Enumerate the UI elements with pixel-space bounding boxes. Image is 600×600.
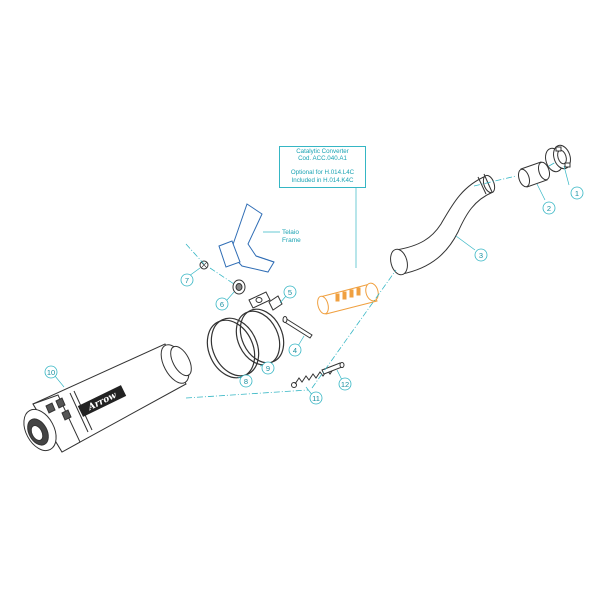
link-pipe-part-3 [390,173,496,276]
bracket-part-5 [248,291,283,311]
callout-2: 2 [542,201,556,215]
bolt-part-7 [199,260,209,270]
frame-bracket [218,203,275,273]
catalytic-converter-callout: Catalytic Converter Cod. ACC.040.A1 Opti… [279,146,366,188]
callout-12-number: 12 [341,380,349,389]
callout-5-number: 5 [288,288,292,297]
callout-1-number: 1 [575,189,579,198]
callout-3-number: 3 [479,251,483,260]
callout-7-number: 7 [185,276,189,285]
callout-1: 1 [570,186,584,200]
callout-8-number: 8 [244,377,248,386]
callout-10-number: 10 [47,368,55,377]
spring-hook-part-12 [321,362,345,375]
catalytic-converter [317,282,379,315]
frame-label-italian: Telaio [282,229,299,236]
callout-4-number: 4 [293,346,297,355]
callout-5: 5 [283,285,297,299]
callout-7: 7 [180,273,194,287]
callout-12: 12 [338,377,352,391]
callout-6: 6 [215,297,229,311]
callout-6-number: 6 [220,300,224,309]
frame-label: Telaio Frame [282,229,301,244]
callout-optional-note: Optional for H.014.L4C [290,169,355,177]
assembly-path-lines [185,161,557,399]
callout-code: Cod. ACC.040.A1 [298,155,347,163]
callout-9: 9 [261,361,275,375]
callout-10: 10 [44,365,58,379]
pin-part-4 [282,316,313,339]
frame-label-english: Frame [282,236,301,244]
callout-9-number: 9 [266,364,270,373]
callout-3: 3 [474,248,488,262]
callout-8: 8 [239,374,253,388]
callout-11-number: 11 [312,394,320,403]
clamp-part-8 [206,317,260,379]
callout-11: 11 [309,391,323,405]
callout-4: 4 [288,343,302,357]
clamp-part-9 [235,308,285,366]
callout-2-number: 2 [547,204,551,213]
sleeve-part-2 [517,161,551,188]
callout-title: Catalytic Converter [296,148,349,155]
callout-included-note: Included in H.014.K4C [291,176,354,184]
grommet-part-6 [232,279,246,295]
